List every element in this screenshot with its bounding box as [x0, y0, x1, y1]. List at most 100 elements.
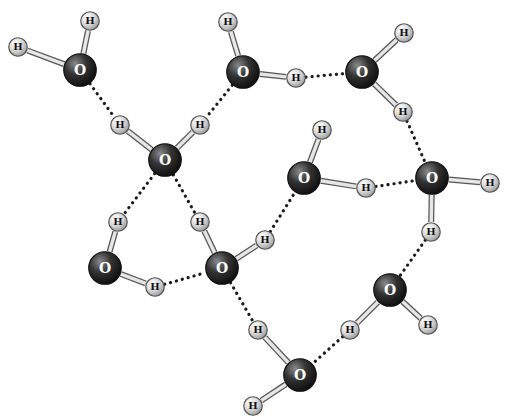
atom-circle	[109, 213, 128, 232]
hydrogen-bond	[124, 174, 155, 214]
bond-outline	[449, 179, 480, 182]
atom-circle	[395, 24, 414, 43]
bond-outline	[177, 132, 193, 148]
bond-core	[231, 32, 238, 56]
atom-circle	[219, 13, 238, 32]
hydrogen-bond	[376, 181, 415, 187]
covalent-bond	[321, 181, 356, 187]
bond-core	[27, 50, 64, 64]
hydrogen-atom: H	[421, 222, 441, 242]
dotted-line	[124, 174, 155, 214]
oxygen-atom: O	[148, 143, 182, 177]
bond-outline	[357, 302, 378, 323]
dotted-line	[306, 74, 345, 78]
hydrogen-bond	[400, 240, 425, 276]
atom-symbol: H	[253, 325, 262, 335]
atom-circle	[394, 103, 413, 122]
atom-circle	[287, 69, 306, 88]
covalent-bond	[110, 232, 116, 252]
atom-circle	[64, 54, 97, 87]
hydrogen-atom: H	[110, 115, 130, 135]
atom-symbol: H	[85, 16, 94, 26]
atom-symbol: H	[485, 178, 494, 188]
bond-core	[204, 231, 214, 253]
hydrogen-bond	[206, 85, 232, 117]
covalent-bond	[27, 50, 64, 64]
atom-symbol: O	[216, 261, 228, 275]
bond-core	[310, 139, 319, 162]
atom-circle	[146, 278, 165, 297]
bond-outline	[310, 139, 319, 162]
bond-outline	[374, 40, 396, 61]
bond-core	[357, 302, 378, 323]
covalent-bond	[374, 84, 396, 105]
atom-circle	[206, 252, 239, 285]
bond-outline	[128, 131, 152, 149]
atom-symbol: H	[399, 28, 408, 38]
hydrogen-atom: H	[80, 11, 100, 31]
hydrogen-atom: H	[312, 120, 332, 140]
bond-core	[265, 337, 289, 362]
atom-circle	[191, 116, 210, 135]
atom-symbol: O	[99, 261, 111, 275]
covalent-bond	[265, 337, 289, 362]
atom-symbol: H	[361, 183, 370, 193]
hydrogen-atom: H	[286, 68, 306, 88]
atom-symbol: H	[195, 120, 204, 130]
atom-circle	[284, 359, 317, 392]
atom-circle	[249, 321, 268, 340]
bond-core	[260, 74, 286, 77]
atom-circle	[9, 38, 28, 57]
dotted-line	[173, 175, 195, 213]
atom-symbol: O	[356, 65, 368, 79]
bond-outline	[374, 84, 396, 105]
atom-symbol: H	[195, 217, 204, 227]
oxygen-atom: O	[283, 358, 317, 392]
covalent-bond	[236, 245, 256, 258]
hydrogen-bond	[306, 74, 345, 78]
hydrogen-bond	[173, 175, 195, 213]
dotted-line	[376, 181, 415, 187]
bond-core	[83, 31, 88, 54]
covalent-bond	[128, 131, 152, 149]
hydrogen-bond	[407, 121, 425, 162]
atom-circle	[313, 121, 332, 140]
bond-outline	[265, 337, 289, 362]
covalent-bond	[83, 31, 88, 54]
covalent-bond	[261, 384, 285, 400]
atom-symbol: O	[298, 171, 310, 185]
dotted-line	[400, 240, 425, 276]
dotted-line	[313, 337, 343, 364]
atom-circle	[111, 116, 130, 135]
atom-symbol: O	[74, 63, 86, 77]
oxygen-atom: O	[226, 55, 260, 89]
covalent-bond	[449, 179, 480, 182]
atom-symbol: H	[150, 282, 159, 292]
atom-symbol: O	[159, 153, 171, 167]
atom-symbol: H	[223, 17, 232, 27]
covalent-bond	[310, 139, 319, 162]
bond-outline	[428, 195, 435, 222]
atom-circle	[374, 274, 407, 307]
hydrogen-atom: H	[393, 102, 413, 122]
hydrogen-atom: H	[248, 320, 268, 340]
atom-symbol: H	[398, 107, 407, 117]
bond-outline	[27, 50, 64, 64]
covalent-bond	[121, 274, 146, 283]
covalent-bond	[374, 40, 396, 61]
bond-core	[374, 40, 396, 61]
hydrogen-bond	[231, 283, 253, 322]
covalent-bond	[403, 302, 421, 319]
atom-symbol: H	[115, 120, 124, 130]
dotted-line	[270, 192, 295, 231]
atom-circle	[244, 397, 263, 416]
bond-core	[110, 232, 116, 252]
bond-core	[321, 181, 356, 187]
oxygen-atom: O	[373, 273, 407, 307]
covalent-bond	[231, 32, 238, 56]
atom-circle	[416, 162, 449, 195]
atom-symbol: H	[248, 401, 257, 411]
bond-outline	[231, 32, 238, 56]
bond-core	[429, 195, 433, 222]
hydrogen-atom: H	[418, 315, 438, 335]
